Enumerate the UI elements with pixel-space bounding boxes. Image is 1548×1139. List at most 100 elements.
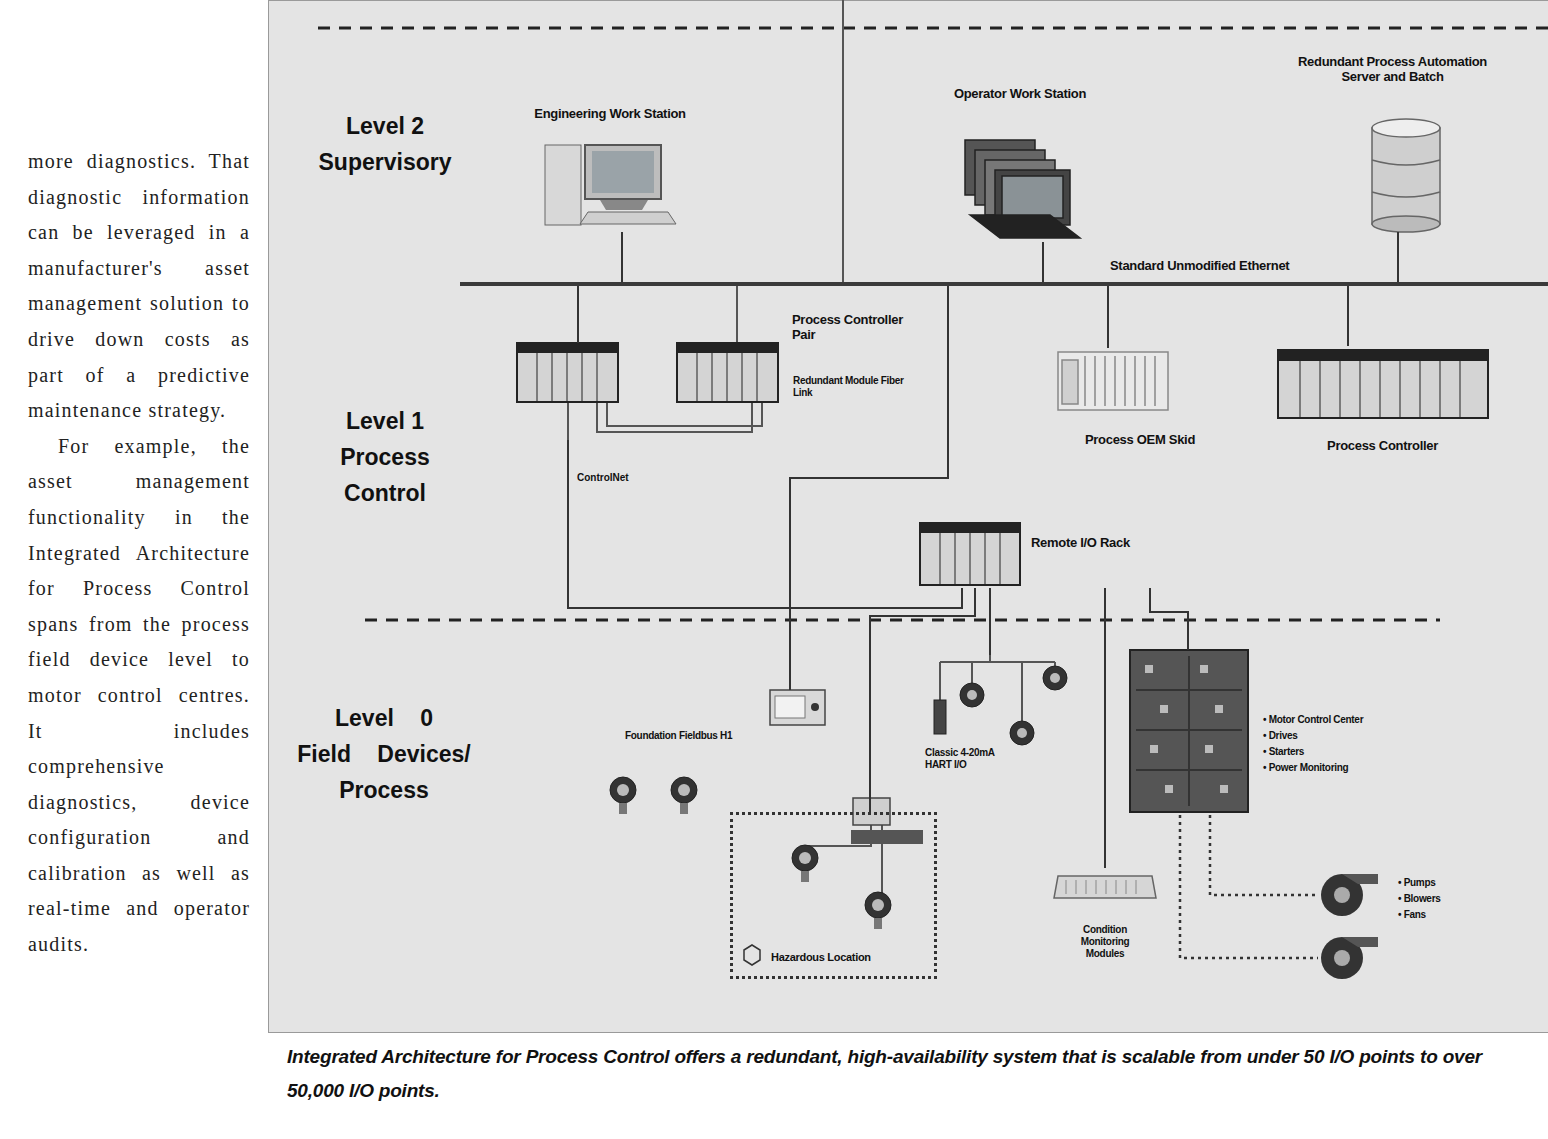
node-label: • Motor Control Center <box>1263 714 1380 726</box>
transmitter-icon-part <box>865 892 891 918</box>
condition-monitoring-icon <box>1054 876 1156 898</box>
level-divider-part <box>318 27 1548 30</box>
motor-control-center-icon <box>1130 650 1248 812</box>
connector-label: ControlNet <box>575 472 631 483</box>
transmitter-face-part <box>967 690 977 700</box>
fieldbus-node: Foundation Fieldbus H1 <box>625 690 830 748</box>
oem-skid-icon-part <box>1062 360 1078 404</box>
transmitter-icon-part <box>610 777 636 803</box>
remote-io-node: Remote I/O Rack <box>915 520 1170 588</box>
article-column: more diagnostics. That diagnostic inform… <box>28 144 250 963</box>
server-icon-part <box>1372 216 1440 232</box>
junction-box-part <box>851 830 923 844</box>
oem-skid-icon <box>1058 352 1168 410</box>
engineering-workstation-icon-part <box>592 151 654 193</box>
pump-node: • Pumps• Blowers• Fans <box>1318 865 1468 985</box>
network-connector <box>1042 242 1044 282</box>
node-label: Classic 4-20mA HART I/O <box>925 747 1009 771</box>
network-connector <box>577 286 579 343</box>
node-label: Operator Work Station <box>920 86 1120 101</box>
transmitter-face-part <box>872 899 884 911</box>
fieldbus-module-icon <box>770 690 825 725</box>
node-label: Process Controller <box>1270 438 1495 453</box>
network-connector <box>1150 588 1188 650</box>
network-line-part <box>736 286 738 343</box>
junction-box <box>851 798 923 844</box>
transmitter-icon-part <box>792 845 818 871</box>
node-label: Remote I/O Rack <box>1031 535 1170 550</box>
network-connector <box>568 440 962 608</box>
network-connector <box>1397 232 1399 282</box>
engineering-workstation-icon-part <box>585 145 661 199</box>
pump-icon-part <box>1342 937 1378 947</box>
server-icon-part <box>1372 160 1440 197</box>
transmitter-icon-part <box>1010 721 1034 745</box>
node-label: Standard Unmodified Ethernet <box>1110 258 1350 273</box>
engineering-workstation-icon-part <box>580 212 676 224</box>
motor-control-center-icon-part <box>1130 650 1248 812</box>
network-line-part <box>940 655 1055 721</box>
motor-control-node: • Motor Control Center• Drives• Starters… <box>1130 650 1380 815</box>
transmitter-face-part <box>799 852 811 864</box>
condition-monitoring-node: Condition Monitoring Modules <box>1045 868 1165 980</box>
engineering-workstation-icon-part <box>600 200 648 210</box>
transmitter-face-part <box>619 803 882 929</box>
transmitter-icon-part <box>934 700 946 734</box>
network-line-part <box>567 402 569 440</box>
oem-skid-icon-part <box>1058 352 1168 410</box>
operator-workstation-icon-part <box>1002 176 1063 218</box>
ex-symbol-part <box>744 945 760 965</box>
node-label: Foundation Fieldbus H1 <box>625 730 770 742</box>
node-label: Redundant Module Fiber Link <box>793 375 905 399</box>
controller-rack-part <box>677 343 778 402</box>
condition-monitoring-icon-part <box>1066 880 1136 894</box>
network-line <box>568 0 1055 893</box>
controller-rack-part <box>537 352 597 402</box>
node-label: Condition Monitoring Modules <box>1065 924 1145 959</box>
node-label: Process Controller Pair <box>792 312 904 343</box>
network-connector <box>870 588 975 812</box>
fieldbus-module-icon-part <box>770 690 825 725</box>
transmitter-face-part <box>678 784 690 796</box>
network-connector <box>989 588 991 655</box>
pump-icon-part <box>1334 950 1350 966</box>
level-label: Level 0 Field Devices/ Process <box>296 700 472 808</box>
motor-control-center-icon-part <box>1145 665 1228 793</box>
condition-monitoring-icon-part <box>1054 876 1156 898</box>
motor-control-center-icon-part <box>1136 656 1242 806</box>
controller-rack-part <box>697 352 757 402</box>
pump-icon-part <box>1334 887 1350 903</box>
fieldbus-module-icon-part <box>775 696 805 718</box>
network-line-part <box>597 402 752 432</box>
controller-rack-part <box>1300 360 1460 418</box>
transmitter-icon-part <box>960 683 984 707</box>
fieldbus-module-icon-part <box>811 703 819 711</box>
ex-symbol <box>744 945 760 965</box>
node-label: Redundant Process Automation Server and … <box>1290 54 1495 85</box>
server-icon-part <box>1372 119 1440 137</box>
node-label: Hazardous Location <box>771 951 931 964</box>
oem-skid-node: Process OEM Skid <box>1050 348 1230 456</box>
transmitter-face-part <box>617 784 629 796</box>
controller-node: Process Controller <box>1270 346 1495 461</box>
operator-workstation-icon-part <box>970 215 1080 238</box>
figure-caption: Integrated Architecture for Process Cont… <box>287 1040 1487 1108</box>
level-label: Level 1 Process Control <box>330 403 440 511</box>
motor-feed-line-part <box>1180 815 1318 958</box>
node-label: Process OEM Skid <box>1050 432 1230 447</box>
controller-rack-part <box>517 343 618 352</box>
controller-rack-part <box>940 532 1000 585</box>
engineering-workstation-icon <box>545 145 676 225</box>
transmitter-face-part <box>1050 673 1060 683</box>
controller-rack <box>517 343 1488 585</box>
transmitter-face <box>617 673 1060 929</box>
transmitter-face-part <box>1017 728 1027 738</box>
network-line-part <box>607 402 762 426</box>
article-text: For example, the asset management functi… <box>28 429 250 963</box>
motor-feed-line <box>1180 815 1318 958</box>
controller-rack-part <box>1278 350 1488 360</box>
pump-icon <box>1321 874 1378 979</box>
transmitter-icon-part <box>671 777 697 803</box>
controller-rack-part <box>517 343 618 402</box>
